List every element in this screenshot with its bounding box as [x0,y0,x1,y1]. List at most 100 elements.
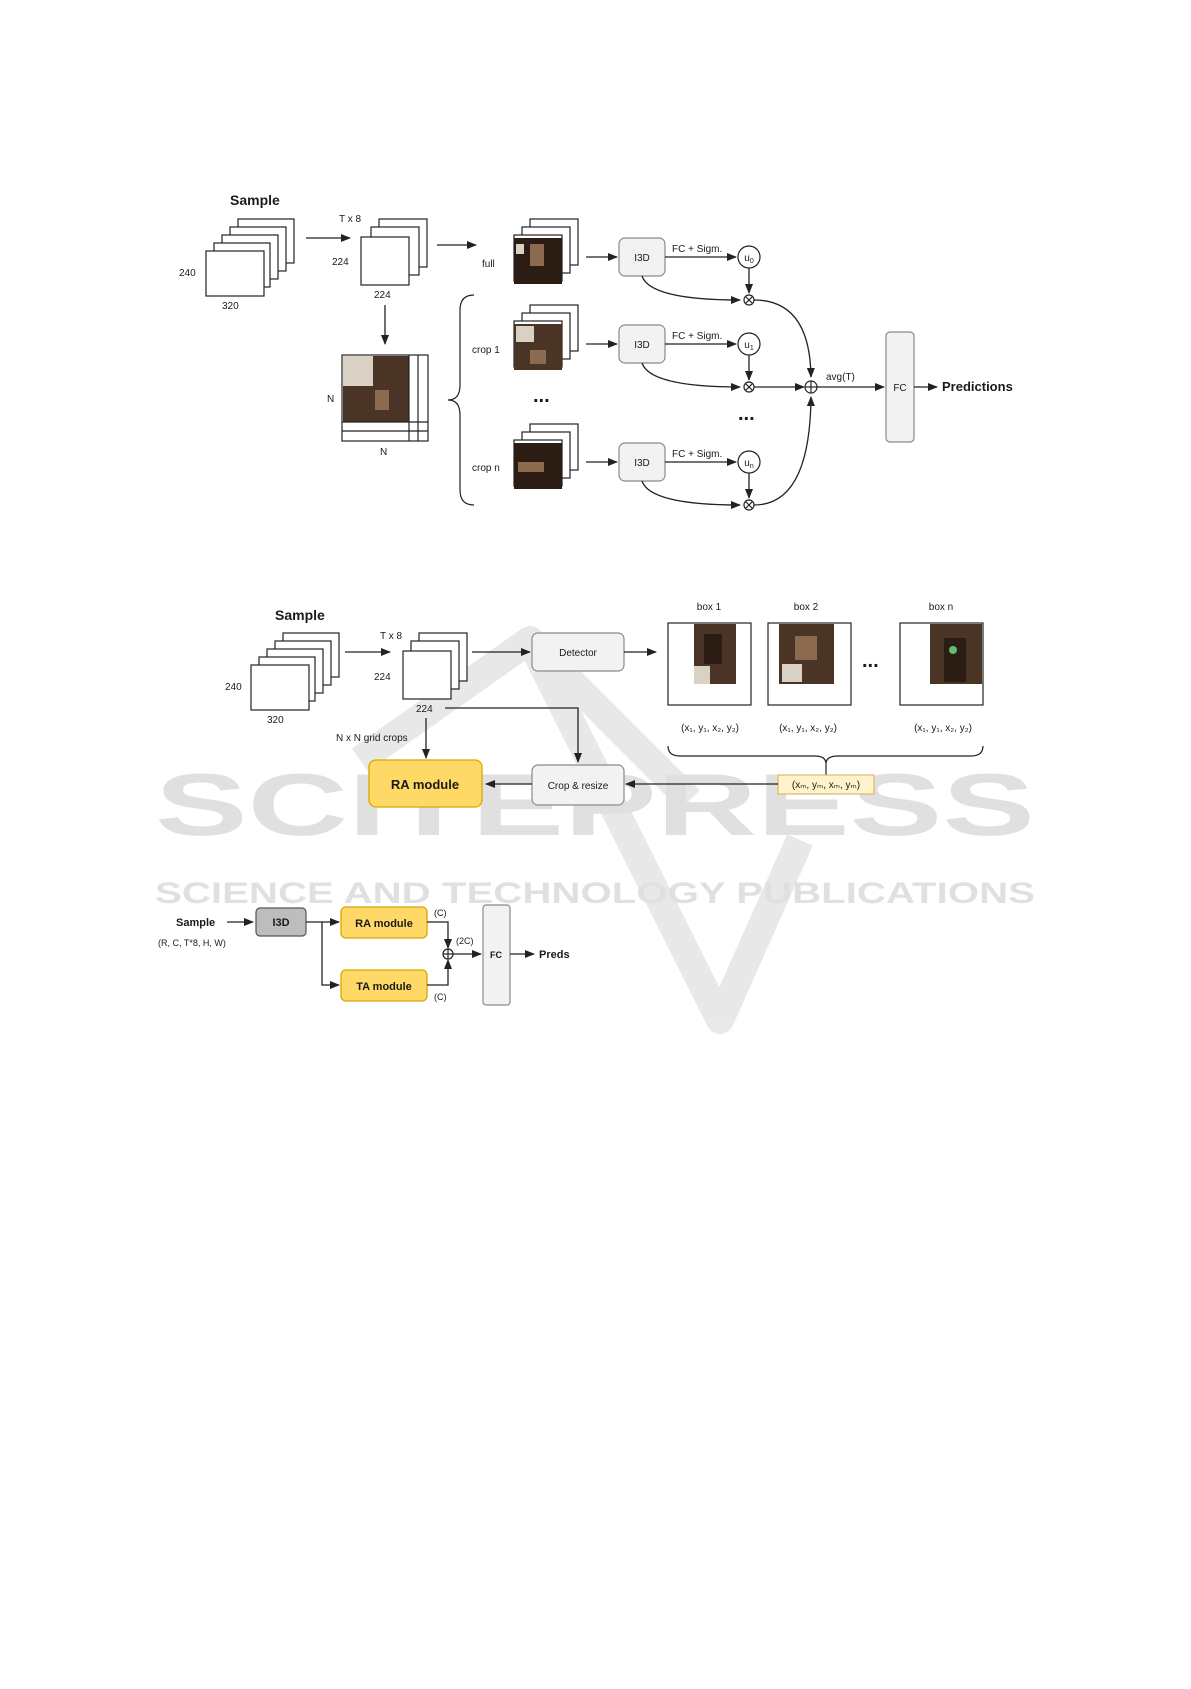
fig1-curve-n-to-sum [753,396,815,506]
fig3-ra-module-label: RA module [355,918,413,930]
fig2-merged-coords-box: (xₘ, yₘ, xₘ, yₘ) [777,774,875,795]
fig3-preds-label: Preds [539,949,570,961]
fig2-grid-crops-label: N x N grid crops [336,733,408,744]
fig1-multiply-node-1 [743,381,755,393]
fig1-ellipsis-right: ... [738,403,755,425]
fig2-ellipsis: ... [862,650,879,672]
fig3-shape-label: (R, C, T*8, H, W) [158,938,226,948]
fig2-ra-module-label: RA module [391,777,459,792]
fig3-sample-label: Sample [176,917,215,929]
fig2-height-label: 240 [225,682,242,693]
fig1-un-node: un [737,450,761,474]
fig1-u1-sub: 1 [750,345,754,352]
fig1-u0-node: u0 [737,245,761,269]
fig3-ra-module-box: RA module [340,906,428,939]
fig1-u0-sub: 0 [750,258,754,265]
fig3-arrow-to-ta [321,922,340,989]
fig1-grid-image [341,354,429,442]
figure-3-ra-ta-diagram: Sample (R, C, T*8, H, W) I3D RA module T… [158,904,570,1006]
fig1-width-label: 320 [222,301,239,312]
fig1-multiply-node-0 [743,294,755,306]
fig3-arrow-ta-to-sum [427,959,452,986]
fig1-fc-sigm-label-n: FC + Sigm. [672,449,722,460]
fig1-curve-0-to-sum [753,299,815,378]
svg-text:u1: u1 [744,340,754,352]
fig2-coords-1: (x₁, y₁, x₂, y₂) [681,723,739,734]
fig1-fc-sigm-label-0: FC + Sigm. [672,244,722,255]
fig1-height-label: 240 [179,268,196,279]
fig1-un-label: u [744,458,750,469]
fig2-boxn-image [899,622,984,706]
fig3-i3d-box: I3D [255,907,307,937]
fig1-u0-label: u [744,253,750,264]
fig1-branch-crop1-label: crop 1 [472,345,500,356]
fig1-fc-box: FC [885,331,915,443]
fig1-un-sub: n [750,463,754,470]
fig2-t8-label: T x 8 [380,631,402,642]
fig1-predictions-label: Predictions [942,379,1013,394]
fig1-t8-label: T x 8 [339,214,361,225]
fig1-224-side-label: 224 [332,257,349,268]
fig2-coords-2: (x₁, y₁, x₂, y₂) [779,723,837,734]
fig2-detector-box: Detector [531,632,625,672]
fig1-cropn-image-stack [513,423,579,489]
fig2-merged-coords-label: (xₘ, yₘ, xₘ, yₘ) [792,780,860,791]
fig2-224-side-label: 224 [374,672,391,683]
fig2-box2-image [767,622,852,706]
fig1-skip-curve-n [641,480,741,509]
fig3-ta-module-box: TA module [340,969,428,1002]
fig2-arrow-frames-to-crop [445,707,582,763]
figure-1-crop-attention-diagram: Sample 240 320 T x 8 224 224 [179,192,1013,511]
fig2-coords-n: (x₁, y₁, x₂, y₂) [914,723,972,734]
svg-text:u0: u0 [744,253,754,265]
fig1-fc-sigm-label-1: FC + Sigm. [672,331,722,342]
fig2-224-bottom-label: 224 [416,704,433,715]
fig1-resized-frame-stack [360,218,428,286]
fig3-fc-label: FC [490,950,502,960]
fig2-input-frame-stack [250,632,340,711]
fig1-avg-label: avg(T) [826,372,855,383]
fig3-fc-box: FC [482,904,511,1006]
fig2-detector-label: Detector [559,648,597,659]
fig1-grid-n-side: N [327,394,334,405]
fig1-i3d-label-cropn: I3D [634,458,650,469]
fig1-u1-label: u [744,340,750,351]
fig3-c-top: (C) [434,908,447,918]
fig2-box1-label: box 1 [697,602,722,613]
fig2-resized-frame-stack [402,632,468,700]
fig1-u1-node: u1 [737,332,761,356]
fig1-224-bottom-label: 224 [374,290,391,301]
fig3-2c-label: (2C) [456,936,474,946]
fig1-full-image-stack [513,218,579,284]
fig2-width-label: 320 [267,715,284,726]
svg-text:un: un [744,458,754,470]
figure-2-detector-diagram: Sample 240 320 T x 8 224 224 Detector bo… [225,602,984,808]
fig1-i3d-label-crop1: I3D [634,340,650,351]
fig3-arrow-ra-to-sum [427,921,452,949]
fig1-i3d-label-full: I3D [634,253,650,264]
fig1-i3d-box-crop1: I3D [618,324,666,364]
fig1-ellipsis-left: ... [533,385,550,407]
fig1-skip-curve-0 [641,275,741,304]
fig1-i3d-box-full: I3D [618,237,666,277]
fig2-ra-module-box: RA module [368,759,483,808]
fig1-skip-curve-1 [641,362,741,391]
fig1-i3d-box-cropn: I3D [618,442,666,482]
fig1-branch-cropn-label: crop n [472,463,500,474]
fig1-crop1-image-stack [513,304,579,370]
fig2-boxn-label: box n [929,602,953,613]
fig2-crop-resize-box: Crop & resize [531,764,625,806]
fig3-ta-module-label: TA module [356,981,412,993]
fig2-sample-title: Sample [275,607,325,623]
fig1-curly-brace [447,294,475,506]
fig1-sum-node [804,380,818,394]
fig3-sum-node [442,948,454,960]
fig3-c-bottom: (C) [434,992,447,1002]
fig1-grid-n-bottom: N [380,447,387,458]
fig1-fc-label: FC [893,383,906,394]
fig3-i3d-label: I3D [272,917,289,929]
fig1-sample-title: Sample [230,192,280,208]
fig2-box1-image [667,622,752,706]
